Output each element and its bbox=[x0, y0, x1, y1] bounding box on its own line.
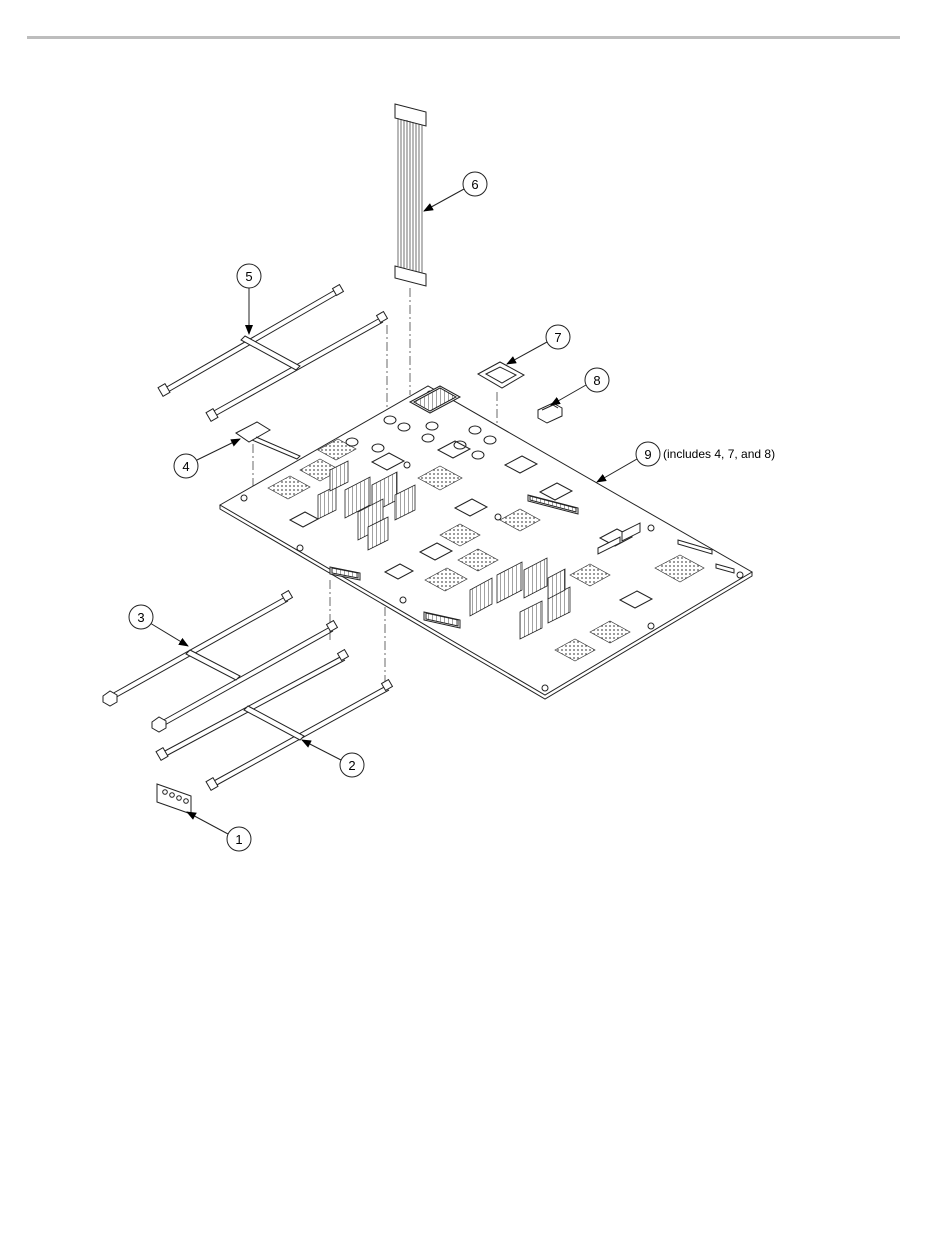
callout-2: 2 bbox=[302, 740, 364, 777]
svg-text:1: 1 bbox=[235, 832, 242, 847]
svg-text:4: 4 bbox=[182, 459, 189, 474]
callout-6: 6 bbox=[424, 172, 487, 211]
svg-text:5: 5 bbox=[245, 269, 252, 284]
callout-4: 4 bbox=[174, 439, 240, 478]
svg-text:7: 7 bbox=[554, 330, 561, 345]
svg-text:3: 3 bbox=[137, 610, 144, 625]
circuit-board bbox=[220, 386, 752, 699]
small-bracket bbox=[538, 403, 562, 423]
callout-3: 3 bbox=[129, 605, 188, 646]
callout-5: 5 bbox=[237, 264, 261, 334]
svg-text:2: 2 bbox=[348, 758, 355, 773]
ribbon-cable bbox=[395, 104, 426, 395]
svg-text:8: 8 bbox=[593, 373, 600, 388]
callout-9: 9 (includes 4, 7, and 8) bbox=[597, 442, 775, 482]
svg-text:9: 9 bbox=[644, 447, 651, 462]
callout-7: 7 bbox=[507, 325, 570, 364]
connector-plate bbox=[157, 784, 191, 814]
callout-8: 8 bbox=[551, 368, 609, 405]
cable-assembly-5 bbox=[158, 285, 387, 422]
callout-1: 1 bbox=[187, 812, 251, 851]
callout-9-note: (includes 4, 7, and 8) bbox=[663, 447, 775, 461]
svg-text:6: 6 bbox=[471, 177, 478, 192]
